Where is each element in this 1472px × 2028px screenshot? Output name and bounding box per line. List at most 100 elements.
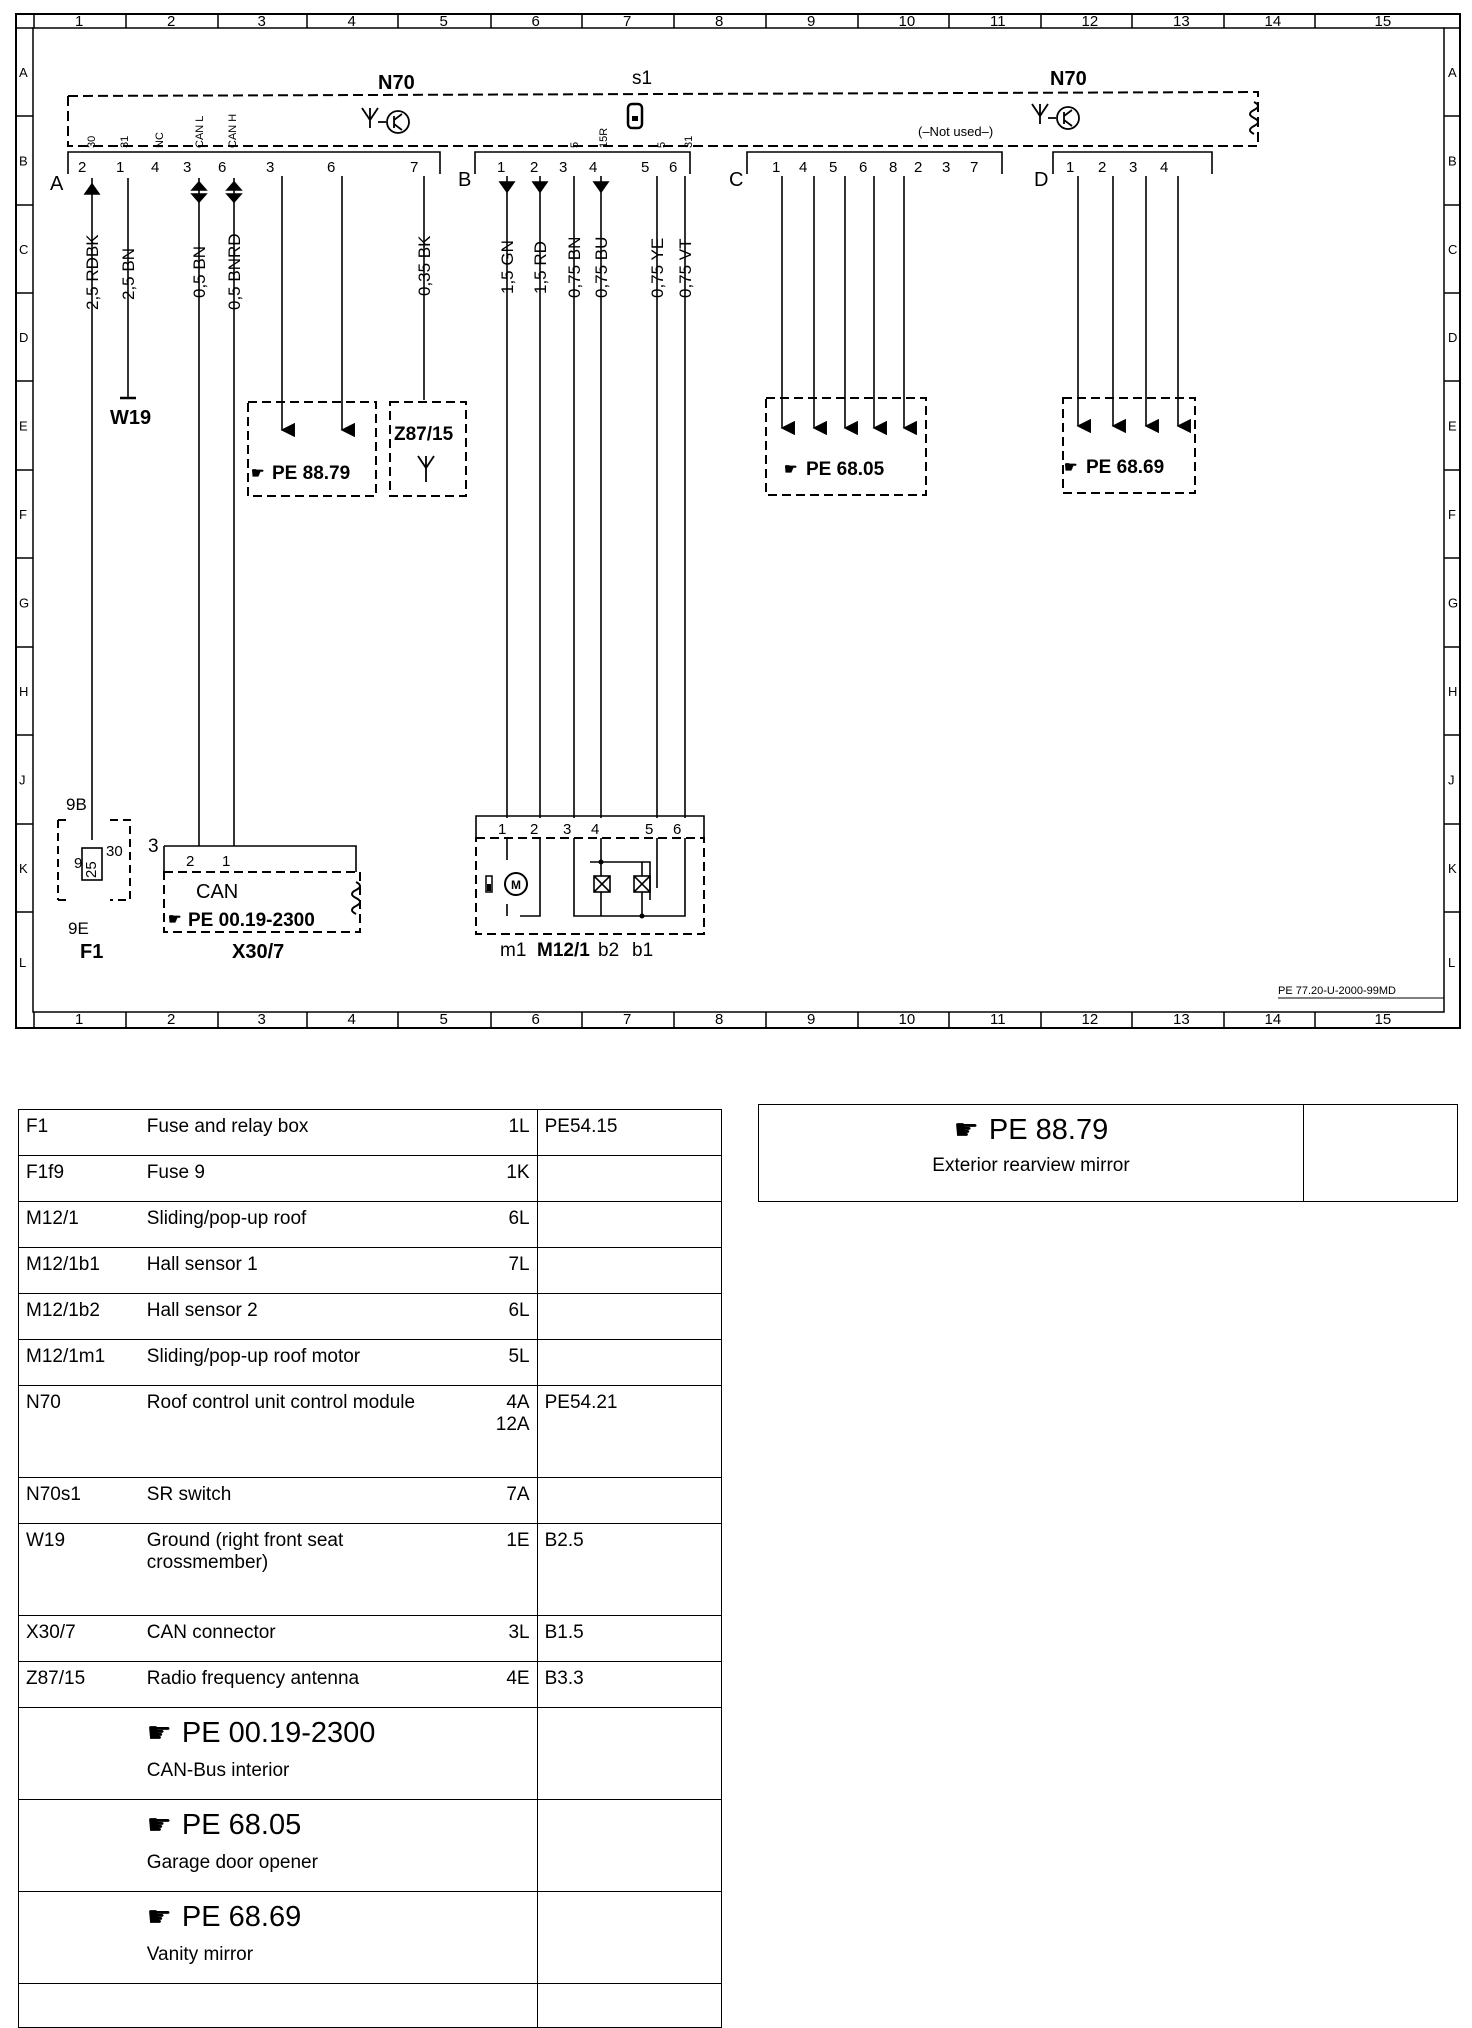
ref-code: PE 68.05	[181, 1809, 302, 1841]
pin-label: 15R	[598, 128, 610, 148]
ground-w19-label: W19	[110, 407, 151, 429]
pin-number: 3	[1129, 159, 1137, 176]
document-code: PE 77.20-U-2000-99MD	[1278, 985, 1396, 997]
fuse-f1-label: F1	[80, 941, 103, 963]
legend-empty-cell	[536, 1983, 723, 2028]
legend-description: Roof control unit control module	[139, 1385, 479, 1478]
pe-68-05-ref-box: ☛ PE 68.05	[765, 397, 927, 496]
grid-column-label: 10	[899, 1011, 916, 1028]
legend-code: F1	[17, 1109, 140, 1156]
wire-label: 2,5 BN	[119, 248, 138, 300]
side-ref-row: ☛PE 88.79 Exterior rearview mirror	[758, 1104, 1458, 1202]
grid-column-label: 3	[258, 1011, 266, 1028]
ref-code: PE 88.79	[988, 1114, 1109, 1146]
sensor-b2-label: b2	[598, 940, 619, 961]
fuse-pin: 9	[74, 855, 82, 872]
legend-code: Z87/15	[17, 1661, 140, 1708]
n70-label-right: N70	[1050, 68, 1087, 90]
legend-reference	[536, 1247, 723, 1294]
wire-label: 1,5 RD	[531, 241, 550, 294]
legend-code: M12/1b1	[17, 1247, 140, 1294]
pin-number: 3	[942, 159, 950, 176]
can-connector-x30-7: 3 2 1 CAN ☛ PE 00.19-2300 X30/7	[148, 836, 361, 963]
legend-location: 7A	[478, 1477, 538, 1524]
pin-number: 1	[222, 853, 230, 870]
legend-description: SR switch	[139, 1477, 479, 1524]
ref-description: Exterior rearview mirror	[932, 1155, 1130, 1176]
grid-column-label: 7	[623, 13, 631, 30]
pin-label: 31	[119, 136, 131, 148]
pin-function-labels: 30 31 NC CAN L CAN H 5 15R 5 31	[86, 114, 695, 148]
grid-column-label: 1	[75, 13, 83, 30]
z87-15-antenna-box: Z87/15	[389, 401, 467, 497]
motor-icon-glyph: M	[511, 878, 521, 892]
legend-location: 1E	[478, 1523, 538, 1616]
pin-number: 1	[116, 159, 124, 176]
grid-column-label: 12	[1082, 13, 1099, 30]
pin-label: 5	[569, 142, 581, 148]
pin-number: 2	[914, 159, 922, 176]
legend-empty-cell	[18, 1983, 538, 2028]
roof-m12-1-label: M12/1	[537, 940, 590, 961]
legend-code: M12/1m1	[17, 1339, 140, 1386]
grid-row-label: H	[1448, 684, 1457, 699]
motor-icon	[504, 872, 528, 896]
pin-number: 2	[186, 853, 194, 870]
legend-reference	[536, 1293, 723, 1340]
ref-label: PE 00.19-2300	[188, 910, 315, 931]
legend-description: Sliding/pop-up roof motor	[139, 1339, 479, 1386]
pin-number: 2	[530, 159, 538, 176]
ref-label: PE 88.79	[272, 463, 350, 484]
antenna-label: Z87/15	[394, 424, 454, 445]
grid-column-label: 4	[348, 13, 356, 30]
pin-number: 6	[218, 159, 226, 176]
transistor-antenna-icon	[361, 103, 1080, 134]
pin-number: 2	[1098, 159, 1106, 176]
pin-label: NC	[154, 132, 166, 148]
legend-description: Sliding/pop-up roof	[139, 1201, 479, 1248]
side-reference-table: ☛PE 88.79 Exterior rearview mirror	[758, 1104, 1458, 1202]
wire-label: 0,5 BNRD	[225, 233, 244, 310]
grid-column-label: 3	[258, 13, 266, 30]
pin-number: 6	[859, 159, 867, 176]
sensor-b1-label: b1	[632, 940, 653, 961]
legend-reference	[536, 1339, 723, 1386]
fuse-pin: 30	[106, 843, 123, 860]
grid-column-label: 6	[532, 1011, 540, 1028]
legend-location: 5L	[478, 1339, 538, 1386]
ref-description: Vanity mirror	[146, 1944, 254, 1965]
pin-number: 6	[669, 159, 677, 176]
grid-row-label: E	[1448, 419, 1457, 434]
ref-code: PE 00.19-2300	[181, 1717, 376, 1749]
grid-column-label: 5	[440, 1011, 448, 1028]
legend-description: Hall sensor 1	[139, 1247, 479, 1294]
pin-number: 7	[410, 159, 418, 176]
legend-description: Hall sensor 2	[139, 1293, 479, 1340]
wires	[83, 176, 1191, 846]
switch-s1-label: s1	[632, 68, 652, 89]
legend-code: X30/7	[17, 1615, 140, 1662]
pin-number: 4	[589, 159, 597, 176]
pin-number: 5	[641, 159, 649, 176]
legend-code	[17, 1707, 140, 1800]
pin-number: 3	[563, 821, 571, 838]
ref-description: Garage door opener	[146, 1852, 318, 1873]
not-used-label: (–Not used–)	[918, 124, 993, 139]
hand-pointer-icon: ☛	[168, 911, 181, 928]
pin-number: 8	[889, 159, 897, 176]
legend-location: 1K	[478, 1155, 538, 1202]
